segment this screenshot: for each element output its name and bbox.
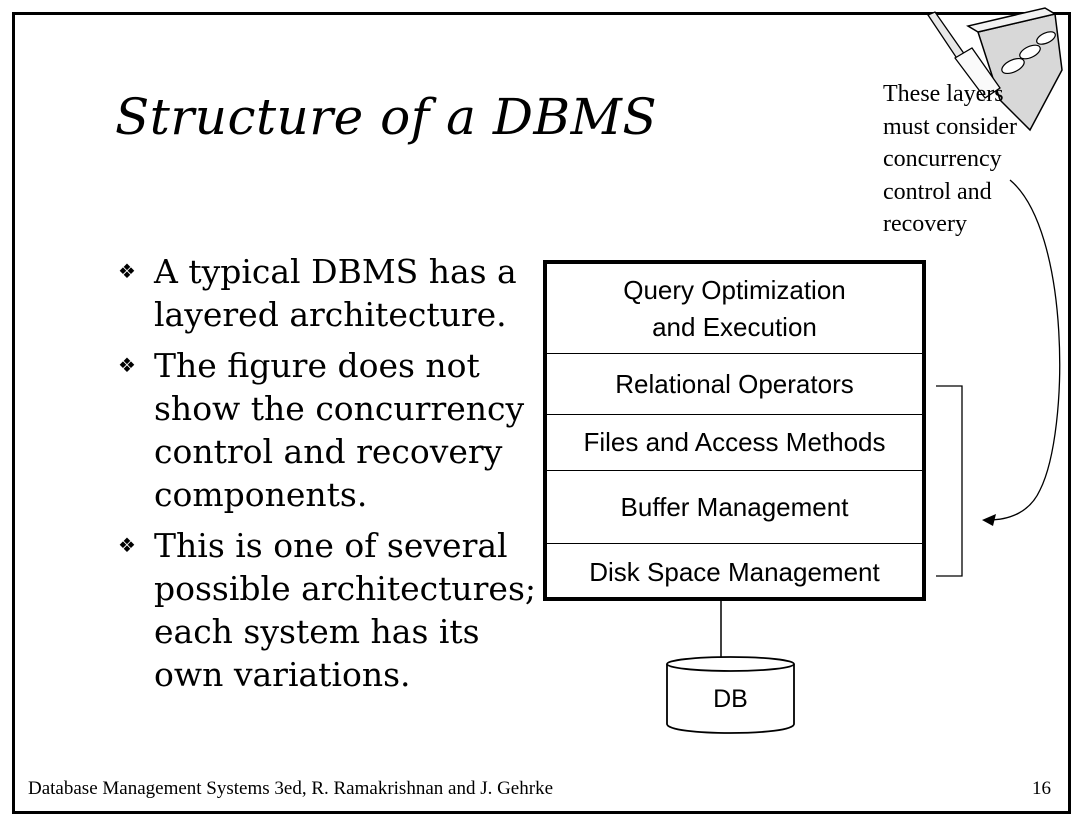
- dbms-layer-stack: Query Optimization and Execution Relatio…: [543, 260, 926, 601]
- layer-label: Relational Operators: [615, 368, 854, 399]
- bullet-text: The figure does not show the concurrency…: [154, 346, 525, 514]
- trowel-brick-icon: [927, 7, 1063, 132]
- database-cylinder-icon: [666, 656, 795, 734]
- layer-label: Buffer Management: [620, 491, 849, 522]
- page-number: 16: [1032, 778, 1051, 799]
- layer-files-access-methods: Files and Access Methods: [547, 414, 922, 470]
- layer-label: Files and Access Methods: [583, 427, 886, 457]
- bullet-text: A typical DBMS has a layered architectur…: [154, 252, 517, 334]
- db-label: DB: [713, 685, 748, 713]
- arrow-head: [982, 514, 996, 526]
- layer-query-optimization: Query Optimization and Execution: [547, 264, 922, 353]
- diamond-bullet-icon: ❖: [118, 259, 136, 283]
- layer-buffer-management: Buffer Management: [547, 470, 922, 543]
- layers-note: These layers must consider concurrency c…: [883, 81, 1017, 237]
- layer-relational-operators: Relational Operators: [547, 353, 922, 414]
- bullet-item: ❖ This is one of several possible archit…: [118, 524, 538, 696]
- bullet-list: ❖ A typical DBMS has a layered architect…: [118, 250, 538, 704]
- layer-bracket: [936, 385, 963, 577]
- bullet-item: ❖ The figure does not show the concurren…: [118, 344, 538, 516]
- diamond-bullet-icon: ❖: [118, 533, 136, 557]
- footer-citation: Database Management Systems 3ed, R. Rama…: [28, 778, 554, 799]
- slide-title: Structure of a DBMS: [115, 88, 658, 146]
- layer-label: Query Optimization and Execution: [623, 274, 846, 342]
- layer-label: Disk Space Management: [589, 557, 880, 587]
- bullet-text: This is one of several possible architec…: [154, 526, 536, 694]
- bullet-item: ❖ A typical DBMS has a layered architect…: [118, 250, 538, 336]
- slide-frame: [12, 12, 1071, 814]
- diamond-bullet-icon: ❖: [118, 353, 136, 377]
- curved-arrow: [987, 179, 1061, 521]
- layer-disk-space-management: Disk Space Management: [547, 543, 922, 601]
